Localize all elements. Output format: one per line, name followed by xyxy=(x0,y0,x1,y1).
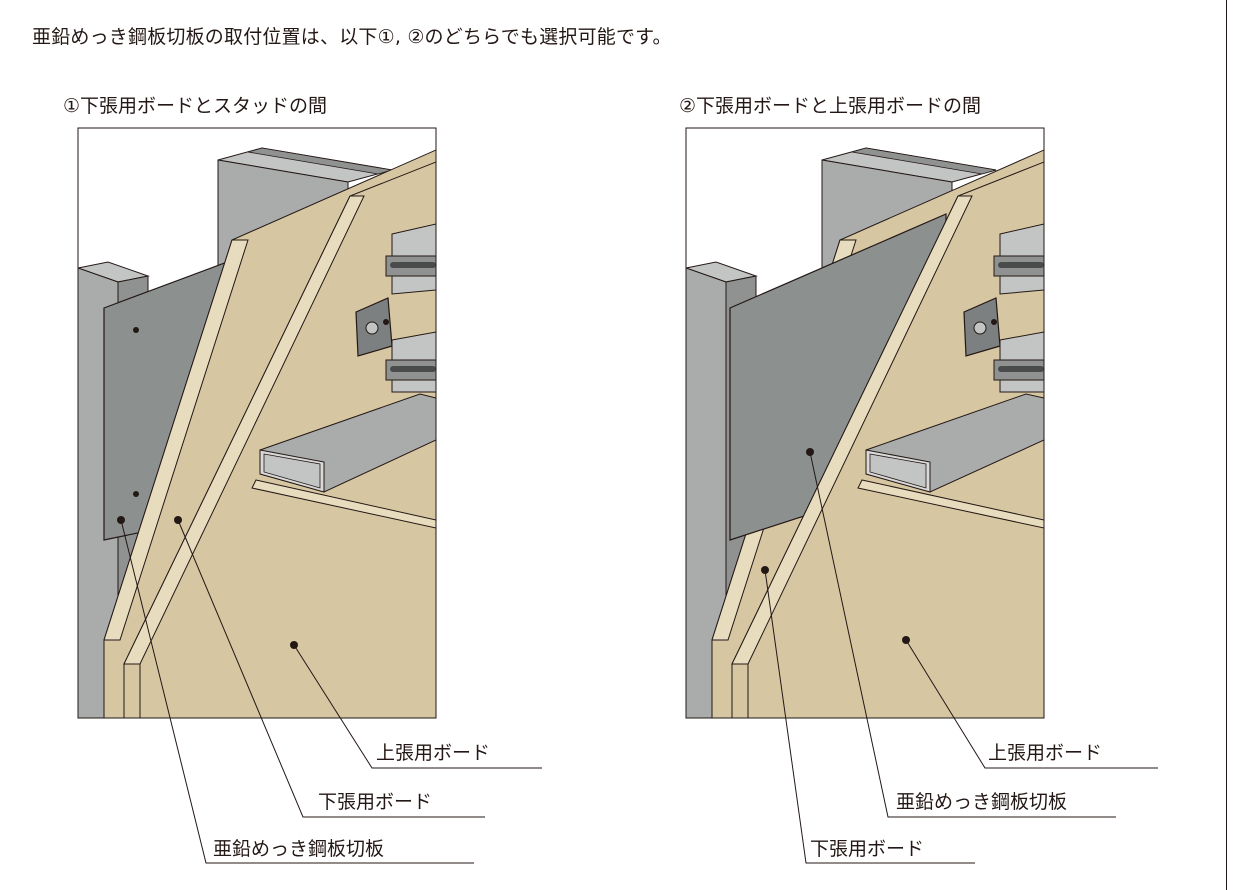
diagram-1-runner xyxy=(251,393,436,529)
diagram-2-label-upper-board: 上張用ボード xyxy=(988,742,1102,764)
diagram-2: 上張用ボード 亜鉛めっき鋼板切板 下張用ボード xyxy=(685,127,1158,864)
diagram-1-label-upper-board: 上張用ボード xyxy=(376,742,490,764)
diagram-2-label-lower-board: 下張用ボード xyxy=(810,838,924,860)
diagram-1-title: ①下張用ボードとスタッドの間 xyxy=(63,95,328,117)
diagram-2-upper-board xyxy=(731,161,1044,718)
diagram-1-label-steel-plate: 亜鉛めっき鋼板切板 xyxy=(213,838,384,860)
diagram-1-label-lower-board: 下張用ボード xyxy=(318,791,432,813)
diagram-1-upper-board xyxy=(123,161,436,718)
diagram-2-frame xyxy=(685,127,1045,719)
page-heading: 亜鉛めっき鋼板切板の取付位置は、以下①, ②のどちらでも選択可能です。 xyxy=(32,26,672,48)
diagram-1: 上張用ボード 下張用ボード 亜鉛めっき鋼板切板 xyxy=(77,127,542,864)
diagram-2-runner xyxy=(857,393,1044,529)
diagram-1-frame xyxy=(77,127,437,719)
diagram-2-clip-hardware xyxy=(963,223,1044,393)
diagram-2-label-steel-plate: 亜鉛めっき鋼板切板 xyxy=(896,791,1067,813)
diagram-2-title: ②下張用ボードと上張用ボードの間 xyxy=(679,95,982,117)
page-right-border xyxy=(1226,0,1227,890)
diagram-2-leaders xyxy=(761,448,1158,864)
diagram-1-clip-hardware xyxy=(355,223,436,393)
diagram-1-leaders xyxy=(117,516,542,864)
